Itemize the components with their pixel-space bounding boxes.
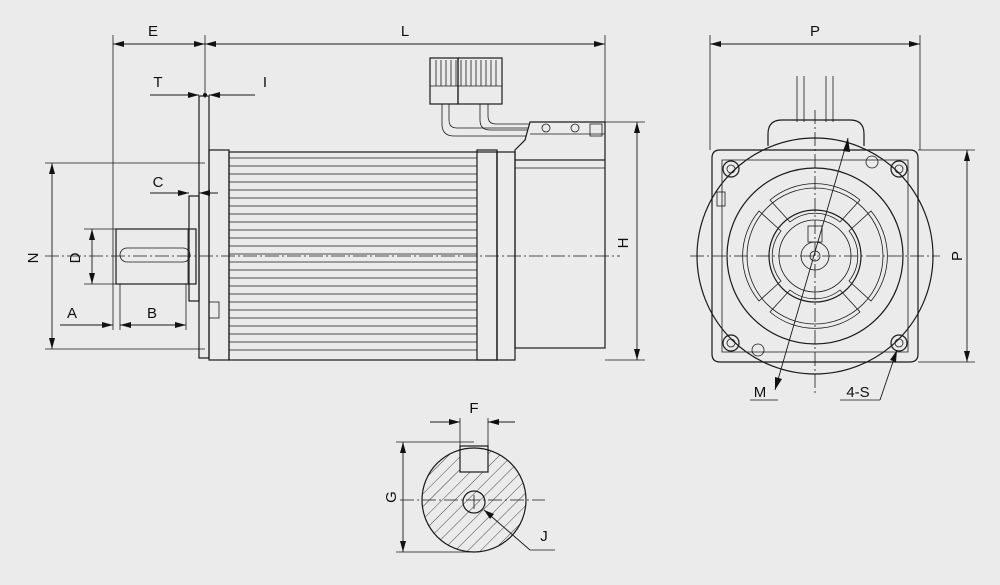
label-e: E	[148, 23, 158, 40]
center-hole	[462, 490, 486, 514]
motor-body	[228, 151, 498, 361]
label-t: T	[153, 74, 162, 91]
section-dimensions	[396, 418, 555, 553]
front-view: P P M 4-S	[690, 23, 975, 401]
flange-mark	[208, 301, 220, 319]
label-l: L	[401, 23, 409, 40]
label-f: F	[469, 400, 478, 417]
flange-hub	[208, 149, 230, 361]
label-c: C	[153, 174, 164, 191]
label-j: J	[540, 528, 548, 545]
rib-windows	[742, 183, 888, 329]
front-key	[807, 225, 823, 243]
label-a: A	[67, 305, 77, 322]
boss-inner	[778, 219, 852, 293]
label-p-top: P	[810, 23, 820, 40]
boss-circle	[768, 209, 862, 303]
label-m: M	[754, 384, 767, 401]
square-flange	[711, 149, 919, 363]
label-p-side: P	[949, 251, 966, 261]
label-b: B	[147, 305, 157, 322]
mid-circle	[726, 167, 904, 345]
label-d: D	[67, 252, 84, 263]
label-g: G	[383, 491, 400, 503]
rear-flange	[476, 149, 498, 361]
front-dimensions	[709, 35, 975, 401]
flange-pilot	[188, 195, 200, 302]
shaft	[115, 228, 197, 285]
label-n: N	[25, 253, 42, 264]
side-view: E L T I C N D A B H	[25, 23, 645, 361]
connector-plugs	[429, 57, 503, 105]
cables	[441, 104, 530, 137]
label-h: H	[615, 238, 632, 249]
front-cables	[767, 76, 865, 146]
inner-ring	[746, 187, 884, 325]
shaft-keyway	[119, 247, 191, 263]
outer-circle	[696, 137, 934, 375]
shaft-section-view: F G J	[383, 400, 555, 553]
rear-cover	[514, 159, 606, 349]
flange-plate	[198, 95, 210, 359]
side-dimensions	[45, 35, 645, 361]
connector-housing	[514, 121, 606, 160]
label-4s: 4-S	[846, 384, 869, 401]
bolt-holes	[716, 155, 908, 357]
label-i: I	[263, 74, 267, 91]
section-keyway	[459, 445, 489, 473]
